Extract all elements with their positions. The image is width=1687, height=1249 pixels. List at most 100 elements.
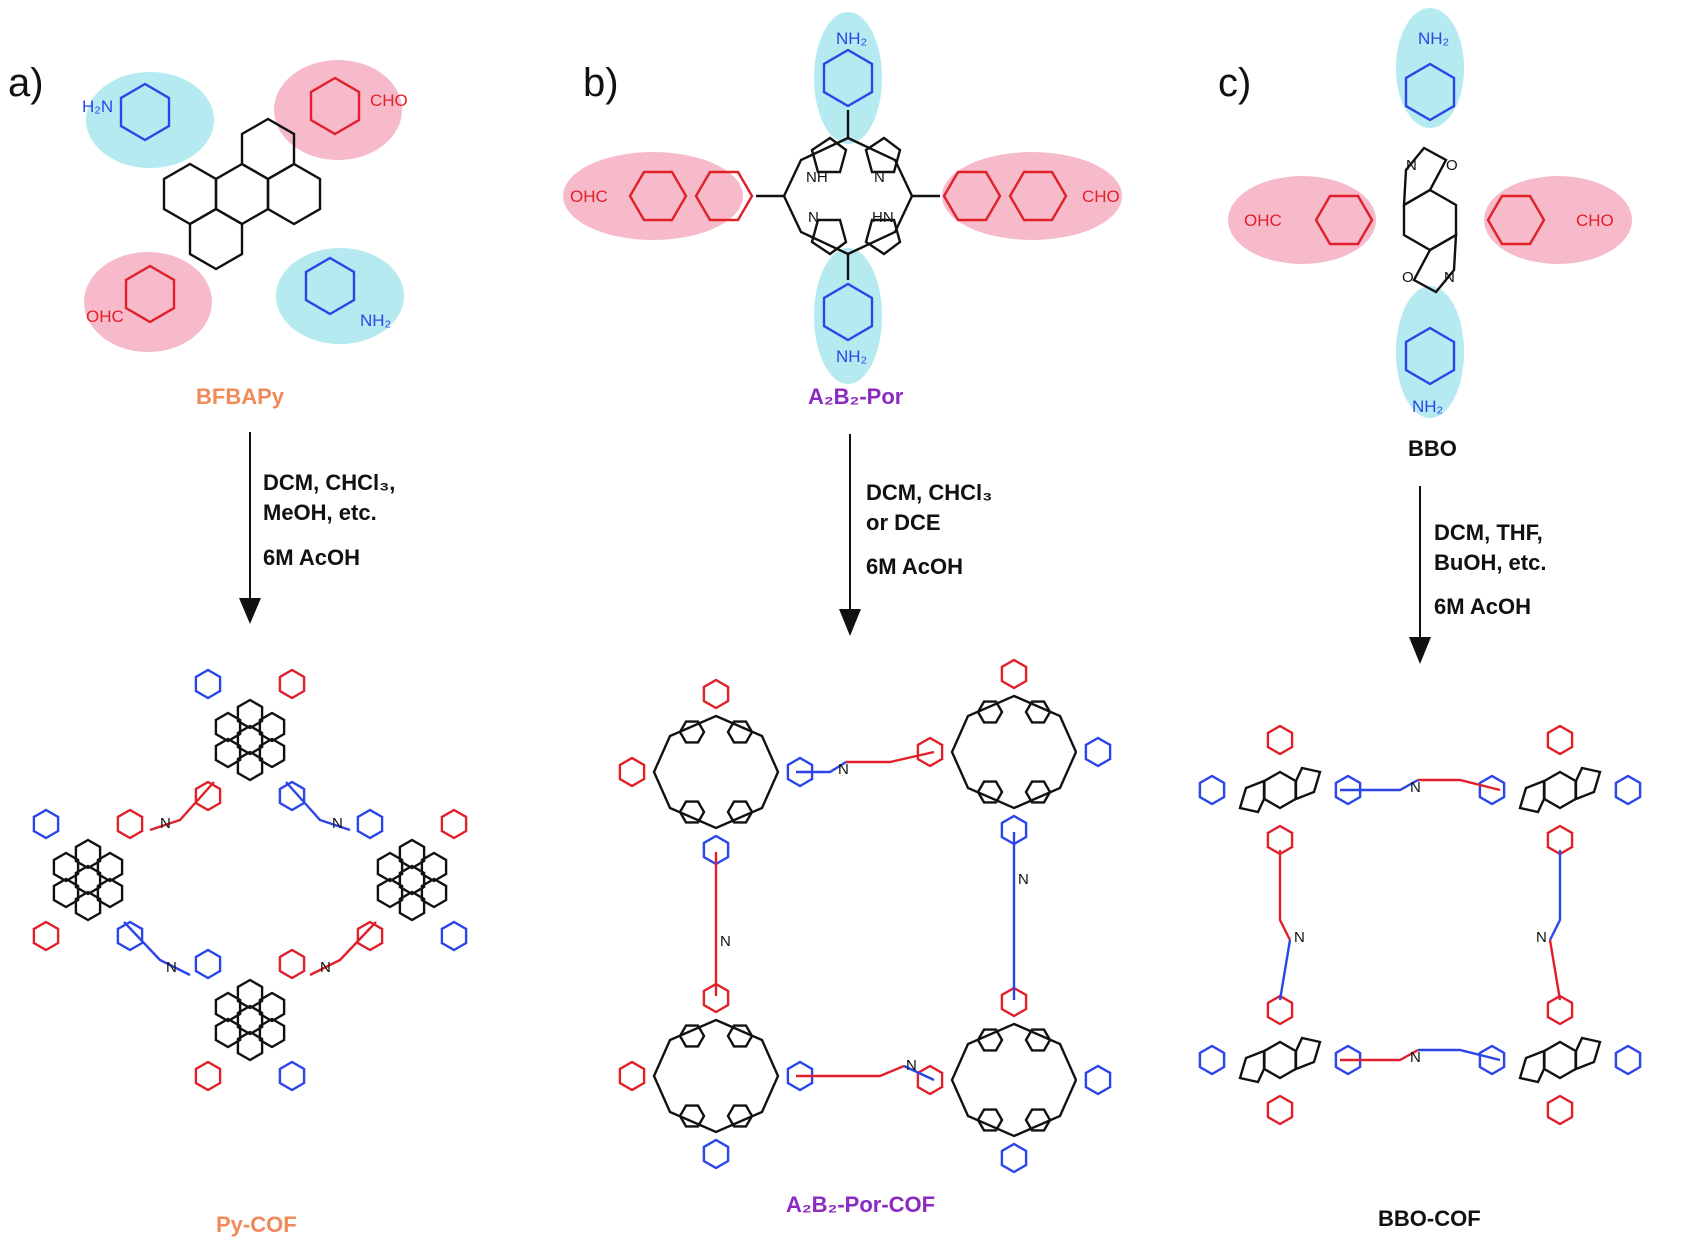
panel-a-label: a): [8, 61, 44, 105]
panel-c-label: c): [1218, 61, 1251, 105]
aldehyde-label: OHC: [86, 307, 124, 326]
phenyl-ring: [1266, 994, 1294, 1026]
condition-line-1: DCM, CHCl₃,: [263, 470, 395, 495]
bbo-cof-framework: N N N N: [1198, 724, 1642, 1126]
bfbapy-name: BFBAPy: [196, 384, 285, 409]
core-atom: N: [808, 209, 819, 226]
pyrene-node: [194, 948, 306, 1092]
aldehyde-label: OHC: [1244, 211, 1282, 230]
bbo-monomer: N O O N NH₂ NH₂ OHC CHO: [1228, 8, 1632, 418]
phenyl-ring: [32, 808, 60, 840]
phenyl-ring: [1614, 774, 1642, 806]
amine-halo: [814, 12, 882, 144]
phenyl-ring: [1198, 774, 1226, 806]
porphyrin-core: [782, 136, 914, 256]
svg-text:N: N: [1410, 779, 1421, 796]
phenyl-ring: [1546, 994, 1574, 1026]
core-atom: NH: [806, 169, 828, 186]
phenyl-ring: [618, 1060, 646, 1092]
amine-ring: [304, 256, 356, 316]
phenyl-ring: [194, 668, 222, 700]
amine-label: NH₂: [1418, 29, 1449, 48]
porphyrin-node: [916, 658, 1112, 846]
phenyl-ring: [278, 780, 306, 812]
bbo-core: [1402, 146, 1458, 294]
bbo-cof-name: BBO-COF: [1378, 1206, 1481, 1231]
amine-label: NH₂: [836, 347, 867, 366]
condition-line-2: BuOH, etc.: [1434, 550, 1546, 575]
condition-line-1: DCM, THF,: [1434, 520, 1543, 545]
panel-b-label: b): [583, 61, 619, 105]
phenyl-ring: [278, 1060, 306, 1092]
condition-line-1: DCM, CHCl₃: [866, 480, 992, 505]
pyrene-node: [32, 808, 144, 952]
aldehyde-label: CHO: [370, 91, 408, 110]
svg-text:N: N: [160, 815, 171, 832]
bbo-node: [1478, 994, 1642, 1126]
py-cof-framework: N N N N: [32, 668, 468, 1092]
amine-ring: [822, 48, 874, 108]
aldehyde-label: OHC: [570, 187, 608, 206]
condition-line-2: MeOH, etc.: [263, 500, 377, 525]
svg-text:N: N: [1294, 929, 1305, 946]
aldehyde-halo: [84, 252, 212, 352]
phenyl-ring: [1084, 736, 1112, 768]
a2b2-por-monomer: NH N N HN NH₂ NH₂ OHC CHO: [563, 12, 1122, 384]
phenyl-ring: [1266, 824, 1294, 856]
phenyl-ring: [194, 948, 222, 980]
aldehyde-halo: [563, 152, 743, 240]
phenyl-ring: [1084, 1064, 1112, 1096]
core-atom: O: [1446, 157, 1458, 174]
phenyl-ring: [1478, 774, 1506, 806]
porphyrin-node: [618, 678, 814, 866]
amine-ring: [1404, 326, 1456, 386]
aldehyde-halo: [1228, 176, 1376, 264]
phenyl-ring: [1000, 1142, 1028, 1174]
arrow-head: [239, 598, 261, 624]
svg-text:N: N: [1018, 871, 1029, 888]
phenyl-ring: [278, 948, 306, 980]
aldehyde-halo: [274, 60, 402, 160]
panel-b: b) NH N N HN NH₂ NH₂: [563, 12, 1122, 1217]
arrow-head: [839, 609, 861, 636]
pyrene-core: [162, 117, 322, 271]
phenyl-ring: [1546, 724, 1574, 756]
aldehyde-label: CHO: [1576, 211, 1614, 230]
condition-line-3: 6M AcOH: [1434, 594, 1531, 619]
phenyl-ring: [356, 808, 384, 840]
phenyl-ring: [356, 920, 384, 952]
phenyl-ring: [1266, 724, 1294, 756]
aldehyde-ring: [309, 76, 361, 136]
py-cof-name: Py-COF: [216, 1212, 297, 1237]
a2b2-por-cof-name: A₂B₂-Por-COF: [786, 1192, 935, 1217]
phenyl-ring: [440, 808, 468, 840]
svg-text:N: N: [166, 959, 177, 976]
amine-ring: [822, 282, 874, 342]
svg-text:N: N: [1410, 1049, 1421, 1066]
amine-halo: [86, 72, 214, 168]
core-atom: N: [1444, 269, 1455, 286]
amine-label: H₂N: [82, 97, 113, 116]
phenyl-ring: [618, 756, 646, 788]
phenyl-ring: [786, 1060, 814, 1092]
phenyl-ring: [194, 780, 222, 812]
a2b2-por-name: A₂B₂-Por: [808, 384, 904, 409]
amine-label: NH₂: [836, 29, 867, 48]
porphyrin-node: [916, 986, 1112, 1174]
phenyl-ring: [1478, 1044, 1506, 1076]
phenyl-ring: [1000, 986, 1028, 1018]
phenyl-ring: [32, 920, 60, 952]
aldehyde-halo: [1484, 176, 1632, 264]
arrow-head: [1409, 637, 1431, 664]
svg-text:N: N: [1536, 929, 1547, 946]
amine-ring: [1404, 62, 1456, 122]
bbo-node: [1198, 724, 1362, 856]
bfbapy-monomer: H₂N CHO OHC NH₂: [82, 60, 408, 352]
svg-text:N: N: [838, 761, 849, 778]
phenyl-ring: [1334, 774, 1362, 806]
phenyl-ring: [1546, 1094, 1574, 1126]
phenyl-ring: [194, 1060, 222, 1092]
aldehyde-ring: [124, 264, 176, 324]
amine-ring: [119, 82, 171, 142]
svg-text:N: N: [906, 1057, 917, 1074]
